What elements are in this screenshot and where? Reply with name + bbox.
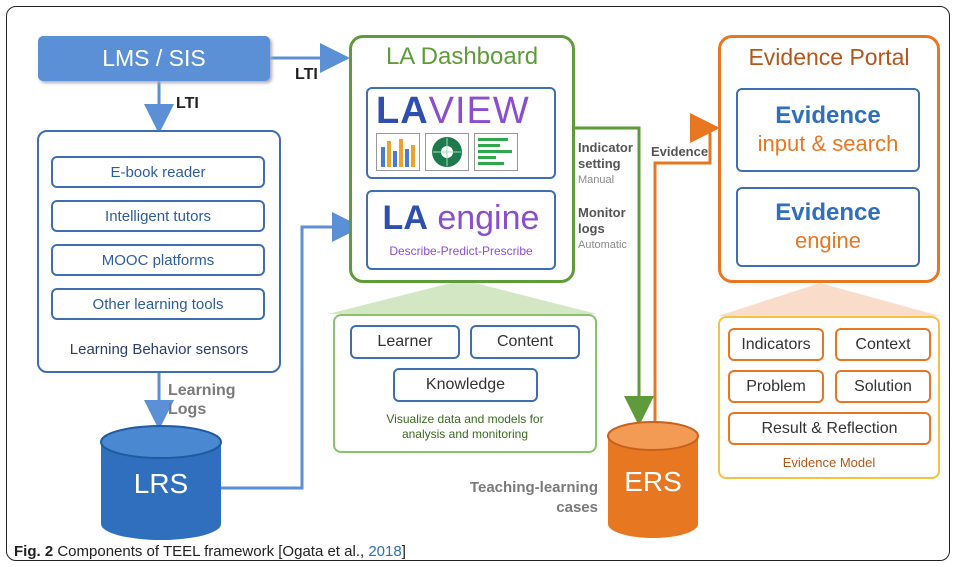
tool-other-learning-tools: Other learning tools: [51, 288, 265, 320]
teaching-learning-label: Teaching-learning cases: [455, 478, 598, 518]
evidence-engine-line1: Evidence: [775, 199, 881, 226]
indicators-box: Indicators: [728, 328, 824, 361]
la-engine-box: [366, 190, 556, 270]
lms-sis-label: LMS / SIS: [102, 45, 206, 71]
indicator-line1: Indicator: [578, 140, 633, 155]
figure-frame: [6, 6, 950, 561]
evidence-model-caption: Evidence Model: [782, 454, 876, 470]
visualize-caption-line1: Visualize data and models for: [386, 412, 544, 426]
monitor-sub: Automatic: [578, 239, 627, 251]
solution-box: Solution: [835, 370, 931, 403]
learning-logs-line2: Logs: [168, 401, 207, 418]
indicator-sub: Manual: [578, 174, 615, 186]
la-engine-subtitle: Describe-Predict-Prescribe: [389, 244, 533, 258]
laview-la: LA: [376, 90, 429, 132]
indicator-line2: setting: [578, 156, 621, 171]
evidence-input-line1: Evidence: [775, 102, 881, 129]
caption-fig: Fig. 2: [14, 543, 54, 560]
lti-down-label: LTI: [176, 95, 199, 112]
bar-chart-icon: [376, 133, 420, 171]
teaching-line1: Teaching-learning: [469, 479, 598, 496]
network-graph-icon: [425, 133, 469, 171]
evidence-engine-box: Evidence engine: [736, 187, 920, 267]
evidence-engine-line2: engine: [794, 228, 862, 253]
la-engine-word: engine: [437, 198, 540, 237]
knowledge-box: Knowledge: [393, 368, 538, 402]
context-box: Context: [835, 328, 931, 361]
tool-ebook-reader: E-book reader: [51, 156, 265, 188]
caption-end: ]: [401, 543, 406, 560]
result-reflection-box: Result & Reflection: [728, 412, 931, 445]
figure-caption: Fig. 2 Components of TEEL framework [Oga…: [14, 543, 406, 560]
evidence-portal-title: Evidence Portal: [748, 43, 910, 70]
evidence-input-line2: input & search: [757, 131, 899, 156]
evidence-input-box: Evidence input & search: [736, 88, 920, 172]
learning-logs-label: Learning Logs: [168, 381, 236, 419]
monitor-line2: logs: [578, 221, 605, 236]
monitor-line1: Monitor: [578, 205, 626, 220]
monitor-logs-label: Monitor logs Automatic: [578, 205, 627, 253]
lrs-label: LRS: [133, 468, 189, 499]
indicator-setting-label: Indicator setting Manual: [578, 140, 633, 188]
lrs-cylinder: [100, 425, 222, 540]
caption-year-link[interactable]: 2018: [368, 543, 402, 560]
learning-logs-line1: Learning: [168, 382, 236, 399]
laview-view: VIEW: [428, 90, 530, 132]
lms-sis-box: LMS / SIS: [38, 36, 270, 81]
evidence-arrow-label: Evidence: [651, 144, 709, 159]
content-box: Content: [470, 325, 580, 359]
laview-logo: LAVIEW: [376, 90, 530, 133]
sensors-footer: Learning Behavior sensors: [69, 340, 249, 358]
ers-cylinder: [607, 421, 699, 538]
la-engine-title: LA engine: [366, 196, 556, 240]
lti-right-label: LTI: [295, 66, 318, 83]
horizontal-bar-chart-icon: [474, 133, 518, 171]
ers-label: ERS: [624, 466, 682, 497]
visualize-caption: Visualize data and models for analysis a…: [335, 409, 595, 445]
la-engine-la: LA: [382, 198, 428, 237]
la-dashboard-title: LA Dashboard: [385, 43, 539, 70]
caption-text: Components of TEEL framework [Ogata et a…: [53, 543, 369, 560]
visualize-caption-line2: analysis and monitoring: [401, 427, 529, 441]
problem-box: Problem: [728, 370, 824, 403]
teaching-line2: cases: [556, 499, 598, 516]
tool-mooc-platforms: MOOC platforms: [51, 244, 265, 276]
tool-intelligent-tutors: Intelligent tutors: [51, 200, 265, 232]
learner-box: Learner: [350, 325, 460, 359]
